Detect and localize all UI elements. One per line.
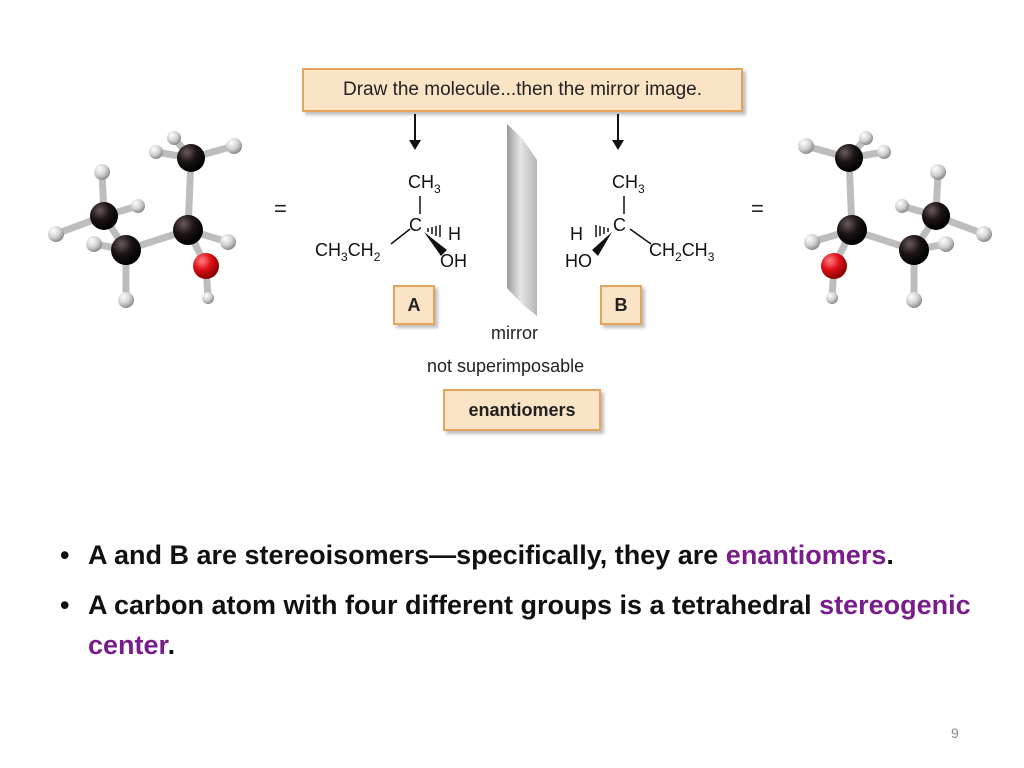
b-top-group: CH3 xyxy=(612,172,645,196)
equals-right: = xyxy=(751,196,764,221)
label-b-box: B xyxy=(600,285,642,325)
ball-stick-model-right xyxy=(798,131,992,308)
bullet-text: A carbon atom with four different groups… xyxy=(88,590,820,620)
label-a-box: A xyxy=(393,285,435,325)
enantiomer-diagram: CH3 C CH3CH2 H OH CH3 C H HO xyxy=(315,114,715,316)
enantiomers-box: enantiomers xyxy=(443,389,601,431)
bullet-highlight: stereogenic center xyxy=(88,590,971,660)
bullet-item: • A and B are stereoisomers—specifically… xyxy=(60,535,1010,575)
prompt-text: Draw the molecule...then the mirror imag… xyxy=(342,79,703,100)
a-left-group: CH3CH2 xyxy=(315,240,381,264)
label-b: B xyxy=(614,295,628,315)
bullet-text: A and B are stereoisomers—specifically, … xyxy=(88,540,726,570)
ball-stick-model-left xyxy=(48,131,242,308)
bullet-list: • A and B are stereoisomers—specifically… xyxy=(60,535,1010,675)
b-wedge-group: HO xyxy=(565,251,592,271)
slide-number: 9 xyxy=(951,725,959,741)
a-dash-group: H xyxy=(448,224,461,244)
a-dash-bond xyxy=(427,225,441,237)
prompt-box: Draw the molecule...then the mirror imag… xyxy=(302,68,743,112)
a-top-group: CH3 xyxy=(408,172,441,196)
bullet-dot: • xyxy=(60,540,70,570)
label-a: A xyxy=(407,295,421,315)
b-wedge-bond xyxy=(592,232,612,256)
bullet-item: • A carbon atom with four different grou… xyxy=(60,585,1010,665)
molecule-a-structure: CH3 C CH3CH2 H OH xyxy=(315,172,467,271)
equals-left: = xyxy=(274,196,287,221)
bullet-dot: • xyxy=(60,590,70,620)
not-superimposable-label: not superimposable xyxy=(427,356,585,376)
arrow-to-a xyxy=(409,114,421,150)
enantiomers-box-text: enantiomers xyxy=(468,400,576,420)
b-dash-bond xyxy=(595,225,609,237)
a-center-carbon: C xyxy=(409,215,422,235)
b-dash-group: H xyxy=(570,224,583,244)
b-center-carbon: C xyxy=(613,215,626,235)
a-wedge-bond xyxy=(424,232,447,256)
b-right-group: CH2CH3 xyxy=(649,240,715,264)
mirror-plane xyxy=(507,124,537,316)
mirror-label: mirror xyxy=(491,323,538,343)
arrow-to-b xyxy=(612,114,624,150)
bullet-end: . xyxy=(167,630,176,660)
bullet-highlight: enantiomers xyxy=(725,540,887,570)
a-wedge-group: OH xyxy=(440,251,467,271)
molecule-b-structure: CH3 C H HO CH2CH3 xyxy=(565,172,715,271)
bullet-end: . xyxy=(886,540,894,570)
